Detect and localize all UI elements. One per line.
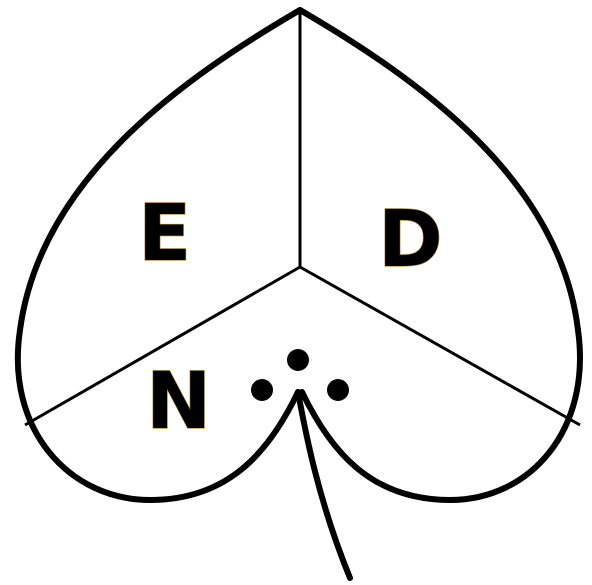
divider-right <box>300 267 580 425</box>
label-n: N <box>146 357 211 447</box>
stem <box>298 392 350 578</box>
dot-right <box>327 379 349 401</box>
label-d: D <box>378 195 443 285</box>
label-e: E <box>138 189 191 279</box>
dot-top <box>287 349 309 371</box>
dot-left <box>251 379 273 401</box>
